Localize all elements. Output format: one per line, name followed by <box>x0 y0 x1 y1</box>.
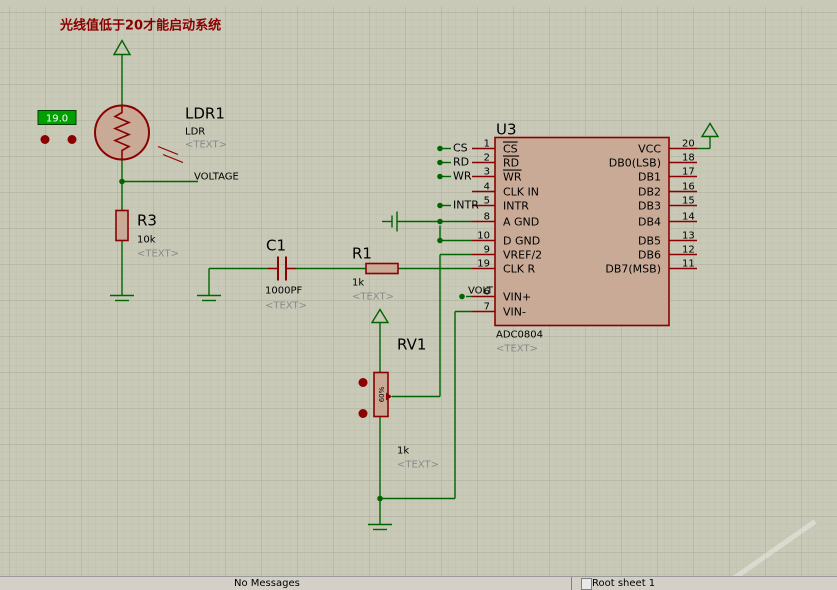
u3-pin-number: 11 <box>682 259 695 270</box>
u3-right-pins: 20 VCC 18 DB0(LSB) 17 DB1 16 DB2 15 DB3 14 DB4 13 DB5… <box>605 139 697 276</box>
u3-pin-name: CLK R <box>503 263 536 276</box>
ground-rv1 <box>368 523 392 531</box>
net-label-voltage: VOLTAGE <box>194 172 239 183</box>
u3-pin-number: 12 <box>682 245 695 256</box>
rv1-ref: RV1 <box>397 336 426 354</box>
u3-pin-number: 4 <box>484 182 490 193</box>
u3-pin-name: WR <box>503 171 522 184</box>
watermark <box>723 519 817 587</box>
status-sheet: Root sheet 1 <box>592 578 656 589</box>
wires <box>121 54 711 525</box>
u3-pin-number: 8 <box>484 212 490 223</box>
c1-capacitor[interactable] <box>268 256 296 281</box>
power-terminal-ldr <box>112 39 132 56</box>
u3-pin-net-label: INTR <box>453 199 479 212</box>
u3-pin-name: RD <box>503 157 519 170</box>
u3-pin-number: 19 <box>477 259 490 270</box>
schematic-title: 光线值低于20才能启动系统 <box>59 18 221 34</box>
ground-agnd <box>382 211 398 232</box>
u3-pin-number: 13 <box>682 231 695 242</box>
status-messages: No Messages <box>234 578 300 589</box>
u3-text: <TEXT> <box>496 344 538 355</box>
u3-pin-name: DB4 <box>638 216 661 229</box>
u3-pin-name: VIN+ <box>503 291 531 304</box>
u3-pin-number: 7 <box>484 302 490 313</box>
u3-pin-number: 2 <box>484 153 490 164</box>
u3-pin-name: DB6 <box>638 249 661 262</box>
u3-pin-number: 18 <box>682 153 695 164</box>
u3-pin-number: 16 <box>682 182 695 193</box>
u3-pin-name: DB3 <box>638 200 661 213</box>
u3-pin-number: 9 <box>484 245 490 256</box>
power-terminal-rv1 <box>370 308 390 324</box>
u3-pin-name: DB7(MSB) <box>605 263 661 276</box>
u3-pin-name: INTR <box>503 200 529 213</box>
rv1-value: 1k <box>397 446 409 457</box>
u3-pin-number: 3 <box>484 167 490 178</box>
ldr1-value: LDR <box>185 127 205 138</box>
u3-pin-name: D GND <box>503 235 540 248</box>
u3-chip-body[interactable] <box>494 136 670 327</box>
u3-pin-name: A GND <box>503 216 539 229</box>
u3-pin-name: VCC <box>638 143 661 156</box>
rv1-potentiometer[interactable] <box>373 371 392 418</box>
r1-value: 1k <box>352 278 364 289</box>
u3-left-pins: 1 CS CS 2 RD RD 3 WR WR 4 CLK IN 5 INTR INTR 8 A GND 10 D… <box>453 139 542 319</box>
ldr-decrease-button[interactable] <box>40 135 50 144</box>
r3-value: 10k <box>137 235 156 246</box>
ldr-light-display[interactable] <box>37 110 77 125</box>
ldr1-text: <TEXT> <box>185 140 227 151</box>
u3-part: ADC0804 <box>496 330 543 341</box>
status-bar: No Messages Root sheet 1 <box>0 576 837 590</box>
u3-pin-number: 10 <box>477 231 490 242</box>
u3-pin-number: 5 <box>484 196 490 207</box>
ground-r3 <box>110 294 134 302</box>
r3-text: <TEXT> <box>137 249 179 260</box>
u3-pin-net-label: CS <box>453 142 468 155</box>
u3-pin-name: CS <box>503 143 518 156</box>
u3-pin-name: VREF/2 <box>503 249 542 262</box>
r3-resistor[interactable] <box>115 209 129 242</box>
u3-pin-name: DB0(LSB) <box>609 157 661 170</box>
u3-pin-number: 20 <box>682 139 695 150</box>
wire-junctions <box>119 145 465 502</box>
rv1-text: <TEXT> <box>397 460 439 471</box>
r1-ref: R1 <box>352 245 372 263</box>
rv1-increase-button[interactable] <box>358 378 368 387</box>
ground-c1 <box>197 294 221 302</box>
c1-ref: C1 <box>266 237 286 255</box>
u3-ref: U3 <box>496 121 517 139</box>
u3-pin-number: 15 <box>682 196 695 207</box>
u3-pin-name: VIN- <box>503 306 526 319</box>
rv1-percent: 60% <box>378 386 386 402</box>
ldr1-ref: LDR1 <box>185 105 225 123</box>
u3-pin-number: 1 <box>484 139 490 150</box>
u3-pin-number: 14 <box>682 212 695 223</box>
power-terminal-vcc <box>700 122 720 138</box>
ldr-increase-button[interactable] <box>67 135 77 144</box>
u3-pin-net-label: WR <box>453 170 472 183</box>
u3-pin-name: DB2 <box>638 186 661 199</box>
u3-pin-number: 6 <box>484 287 490 298</box>
r3-ref: R3 <box>137 212 157 230</box>
ldr-light-value: 19.0 <box>46 114 68 125</box>
u3-pin-name: DB1 <box>638 171 661 184</box>
grid <box>0 6 837 583</box>
r1-text: <TEXT> <box>352 292 394 303</box>
net-label-volt: VOLT <box>468 286 494 297</box>
u3-pin-name: DB5 <box>638 235 661 248</box>
u3-pin-name: CLK IN <box>503 186 539 199</box>
r1-resistor[interactable] <box>365 262 399 275</box>
rv1-decrease-button[interactable] <box>358 409 368 418</box>
u3-pin-net-label: RD <box>453 156 469 169</box>
ldr1-component[interactable] <box>94 104 184 164</box>
c1-value: 1000PF <box>265 286 302 297</box>
c1-text: <TEXT> <box>265 301 307 312</box>
u3-pin-number: 17 <box>682 167 695 178</box>
sheet-selector-button[interactable] <box>581 578 592 590</box>
